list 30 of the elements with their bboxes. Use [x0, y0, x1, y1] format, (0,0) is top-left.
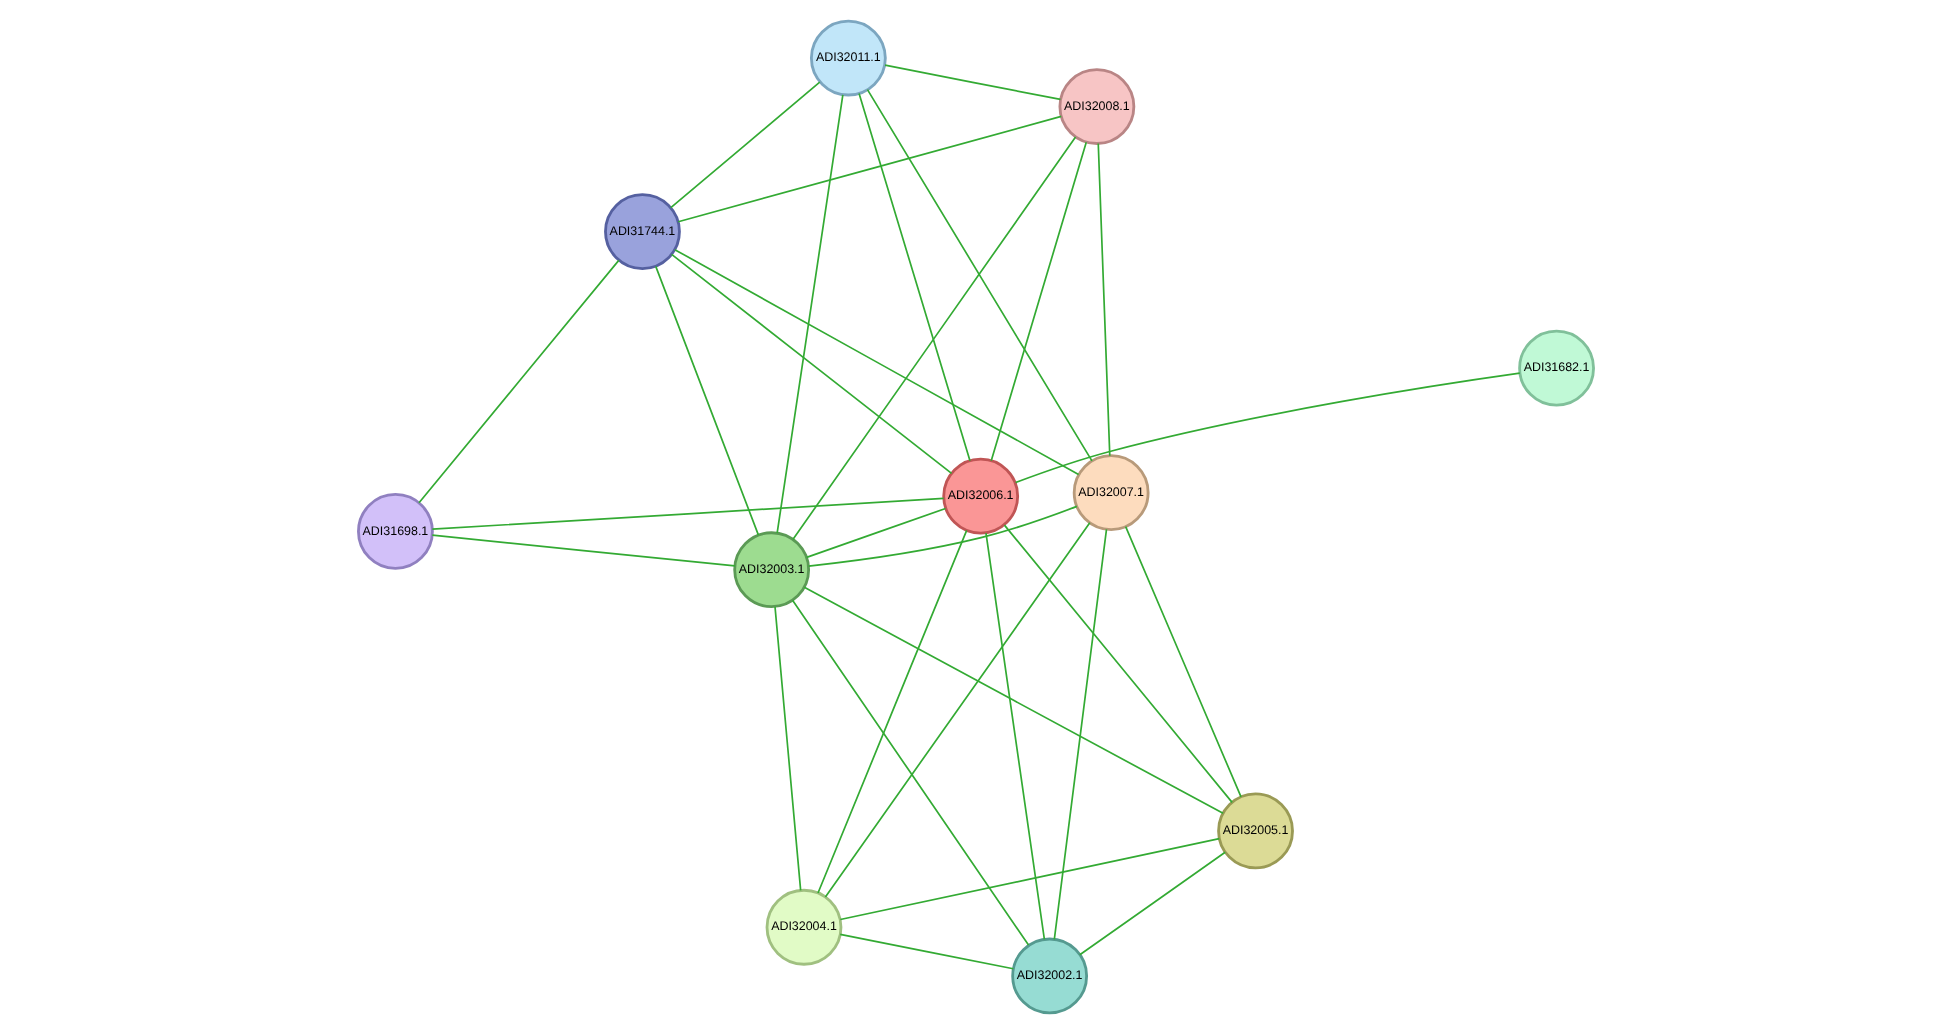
connector [816, 529, 967, 894]
connector [857, 92, 970, 462]
connector [838, 837, 1220, 921]
connector [989, 141, 1087, 462]
connector [1096, 142, 1110, 457]
connector [1002, 524, 1232, 804]
connector [775, 94, 843, 534]
connector [676, 115, 1062, 223]
connector [838, 933, 1014, 970]
connector [790, 599, 1029, 946]
connector [417, 259, 619, 504]
connector [823, 522, 1090, 898]
connector [984, 532, 1045, 941]
connector [430, 497, 944, 531]
connector [865, 88, 1092, 462]
connector [791, 136, 1076, 541]
connector [804, 507, 946, 559]
connector [1052, 528, 1107, 941]
connector [673, 248, 1079, 476]
connector [883, 64, 1061, 101]
connector [430, 534, 735, 567]
connector [802, 586, 1223, 815]
connector [806, 505, 1077, 567]
connector [669, 81, 820, 209]
connector [773, 606, 801, 892]
connector [653, 265, 759, 536]
connector [1013, 372, 1520, 484]
connector [1077, 851, 1225, 956]
connector [669, 253, 952, 475]
connector [1123, 525, 1241, 798]
